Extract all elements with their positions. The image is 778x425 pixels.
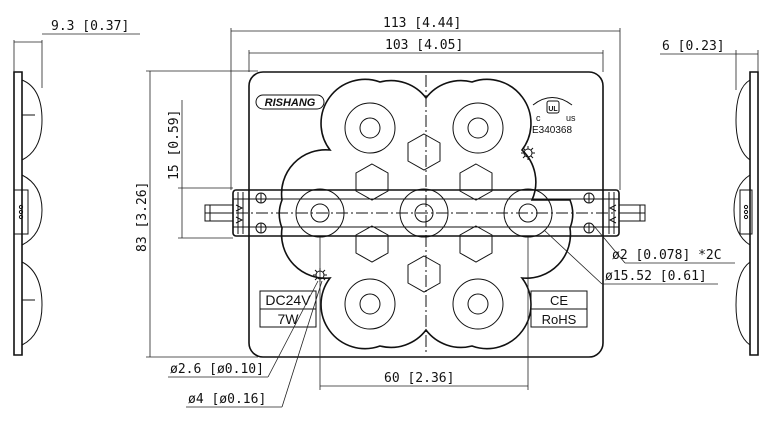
depth-label: 9.3 [0.37] xyxy=(51,19,129,34)
hole-large-label: ø4 [ø0.16] xyxy=(188,392,266,407)
body-length-dimension: 103 [4.05] xyxy=(248,38,604,72)
svg-text:UL: UL xyxy=(548,106,558,113)
hole-small-label: ø2.6 [ø0.10] xyxy=(170,362,264,377)
cable-offset-label: 15 [0.59] xyxy=(167,110,182,180)
hole-diameter-label: ø2 [0.078] *2C xyxy=(612,248,722,263)
ul-us: us xyxy=(566,113,576,123)
screw-hole-left xyxy=(255,192,267,234)
pitch-dimension: 60 [2.36] xyxy=(319,237,529,390)
left-side-view xyxy=(13,71,43,356)
lens-bottom-right xyxy=(452,278,504,330)
vent-star-icon-right xyxy=(521,146,535,160)
lens-top-right xyxy=(452,102,504,154)
height-label: 83 [3.26] xyxy=(135,182,150,252)
right-side-view xyxy=(733,71,759,356)
hole-large-callout: ø4 [ø0.16] xyxy=(186,280,323,408)
module-front-view: RISHANG UL c us E340368 DC24V 7W CE RoHS xyxy=(204,71,646,358)
tab-ribs-right xyxy=(608,192,617,234)
ul-c: c xyxy=(536,113,541,123)
left-cable xyxy=(204,204,234,222)
lens-bottom-left xyxy=(344,278,396,330)
hole-small-callout: ø2.6 [ø0.10] xyxy=(168,280,319,378)
cable-offset-dimension: 15 [0.59] xyxy=(167,100,233,239)
depth-dimension: 9.3 [0.37] xyxy=(13,19,140,88)
thickness-dimension: 6 [0.23] xyxy=(660,39,759,90)
svg-text:RISHANG: RISHANG xyxy=(265,97,316,109)
height-dimension: 83 [3.26] xyxy=(135,70,258,358)
thickness-label: 6 [0.23] xyxy=(662,39,725,54)
right-cable xyxy=(618,204,646,222)
ul-mark: UL c us E340368 xyxy=(532,97,576,136)
rating-box: DC24V 7W xyxy=(259,290,317,328)
lens-diameter-label: ø15.52 [0.61] xyxy=(605,269,707,284)
module-body xyxy=(248,71,604,358)
rohs-label: RoHS xyxy=(542,312,577,327)
compliance-box: CE RoHS xyxy=(530,290,588,328)
ul-file: E340368 xyxy=(532,125,572,136)
overall-length-dimension: 113 [4.44] xyxy=(230,16,621,190)
lens-diameter-callout: ø15.52 [0.61] xyxy=(543,229,718,285)
body-length-label: 103 [4.05] xyxy=(385,38,463,53)
overall-length-label: 113 [4.44] xyxy=(383,16,461,31)
power-label: 7W xyxy=(278,311,300,327)
hole-diameter-callout: ø2 [0.078] *2C xyxy=(593,225,735,264)
lens-plate-outline xyxy=(278,78,574,350)
lens-top-left xyxy=(344,102,396,154)
ce-label: CE xyxy=(550,293,568,308)
hexagon-bosses xyxy=(355,133,493,293)
brand-logo: RISHANG xyxy=(255,94,325,110)
screw-hole-right xyxy=(583,192,595,234)
pitch-label: 60 [2.36] xyxy=(384,371,454,386)
voltage-label: DC24V xyxy=(265,292,311,308)
